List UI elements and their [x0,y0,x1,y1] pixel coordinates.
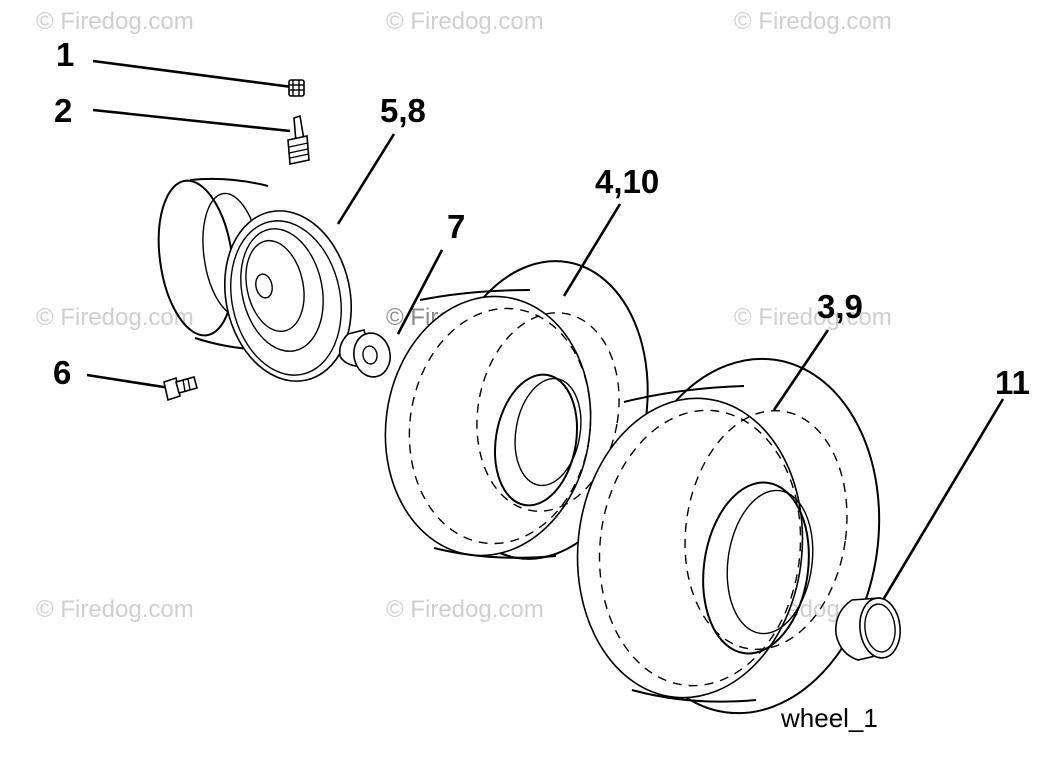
watermark: © Firedog.com [386,596,544,623]
grease-fitting-part [163,376,198,402]
wheel-rim-part [157,177,353,382]
callout-1: 1 [56,36,75,73]
leader-line-7 [396,249,444,335]
leader-line-5-8 [336,133,396,225]
watermark: © Firedog.com [36,8,194,35]
watermark: © Firedog.com [734,8,892,35]
valve-cap-part [288,79,305,97]
callout-4-10: 4,10 [595,163,660,200]
callout-11: 11 [995,364,1030,401]
leader-line-2 [92,108,291,133]
callout-5-8: 5,8 [380,92,426,129]
hub-cap-part [835,597,901,661]
watermark: © Firedog.com [386,8,544,35]
leader-line-1 [92,59,293,89]
watermark: © Firedog.com [734,304,892,331]
watermark: © Firedog.com [36,304,194,331]
leader-line-4-10 [562,203,622,297]
diagram-caption: wheel_1 [781,703,878,733]
watermark: © Firedog.com [36,596,194,623]
front-tire-part [384,260,649,560]
callout-6: 6 [53,354,72,391]
callout-3-9: 3,9 [817,288,863,325]
leader-line-6 [86,373,171,390]
callout-7: 7 [447,208,466,245]
rear-tire-part [576,357,881,715]
bushing-part [338,329,391,378]
callout-2: 2 [54,92,73,129]
valve-stem-part [287,114,310,165]
leader-line-11 [878,398,1005,606]
leader-line-3-9 [772,329,830,411]
